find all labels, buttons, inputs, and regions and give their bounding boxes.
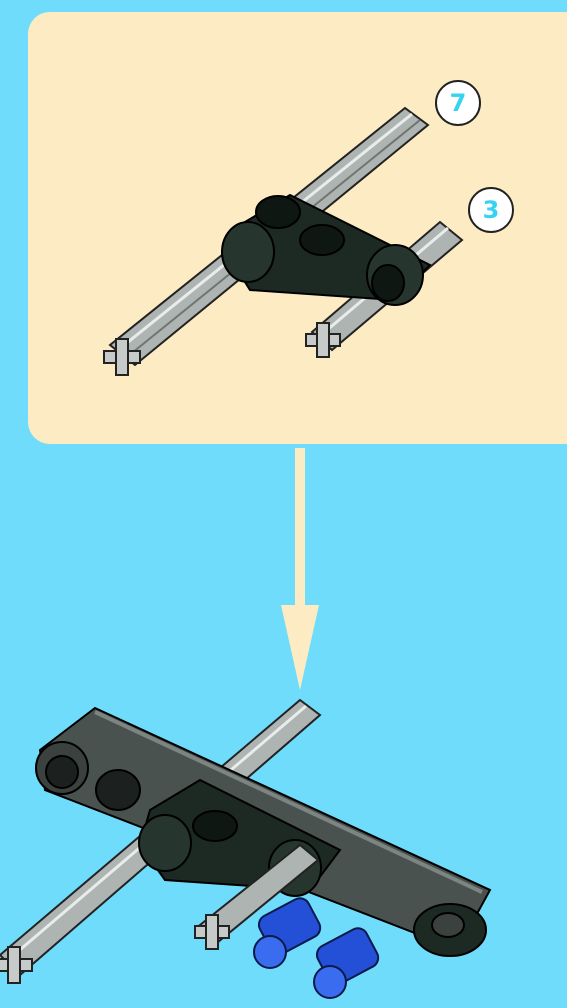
blue-pin-part xyxy=(254,895,324,968)
final-assembly xyxy=(0,700,490,998)
callout-7-label: 7 xyxy=(450,89,467,117)
double-connector-part xyxy=(222,195,430,305)
callout-3-badge: 3 xyxy=(468,187,514,233)
blue-pin-part xyxy=(313,925,381,998)
step-arrow xyxy=(281,448,319,690)
bush-part xyxy=(414,904,486,956)
callout-3-label: 3 xyxy=(483,196,500,224)
callout-7-badge: 7 xyxy=(435,80,481,126)
